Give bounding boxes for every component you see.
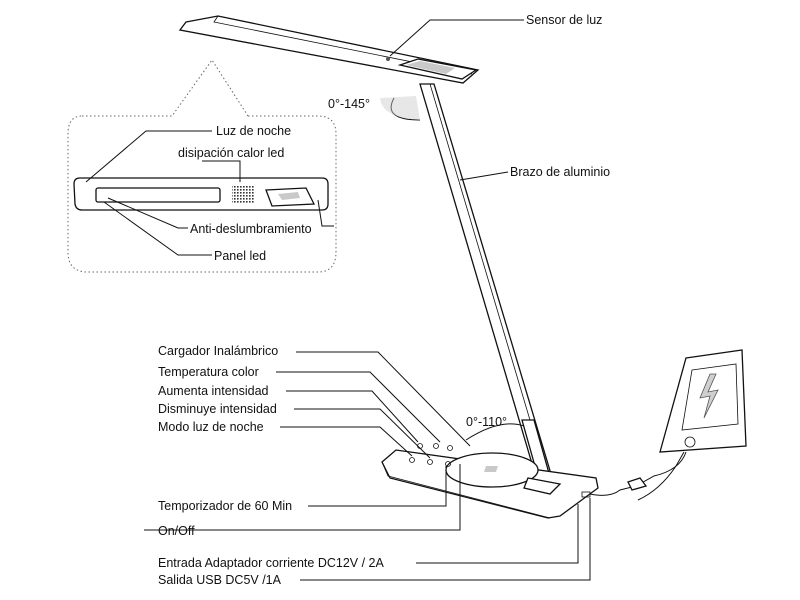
touch-buttons — [409, 443, 453, 467]
heat-vent — [232, 186, 254, 204]
label-heat-dissipation: disipación calor led — [178, 146, 284, 160]
smartphone — [659, 349, 747, 453]
label-night-light: Luz de noche — [216, 124, 291, 138]
label-on-off: On/Off — [158, 524, 195, 538]
head-angle-arc — [390, 97, 421, 121]
inset-head-closeup — [73, 177, 329, 211]
label-power-input: Entrada Adaptador corriente DC12V / 2A — [158, 556, 384, 570]
lamp-base — [381, 443, 599, 519]
label-usb-output: Salida USB DC5V /1A — [158, 573, 282, 587]
lightning-icon — [699, 373, 719, 419]
label-light-sensor: Sensor de luz — [526, 13, 602, 27]
label-anti-glare: Anti-deslumbramiento — [190, 222, 312, 236]
zoom-callout — [67, 59, 337, 273]
label-wireless-charger: Cargador Inalámbrico — [158, 344, 278, 358]
light-sensor-dot — [386, 57, 390, 61]
label-color-temperature: Temperatura color — [158, 365, 259, 379]
base-angle-arc — [465, 423, 525, 441]
lamp-head — [178, 15, 480, 84]
label-decrease-brightness: Disminuye intensidad — [158, 402, 277, 416]
label-night-mode: Modo luz de noche — [158, 420, 264, 434]
label-aluminum-arm: Brazo de aluminio — [510, 165, 610, 179]
label-led-panel: Panel led — [214, 249, 266, 263]
leader-lines — [85, 19, 591, 581]
label-increase-brightness: Aumenta intensidad — [158, 384, 269, 398]
label-base-angle: 0°-110° — [466, 415, 507, 429]
label-head-angle: 0°-145° — [328, 97, 370, 111]
label-timer: Temporizador de 60 Min — [158, 499, 292, 513]
labels: Sensor de luz 0°-145° Brazo de aluminio … — [158, 13, 610, 587]
